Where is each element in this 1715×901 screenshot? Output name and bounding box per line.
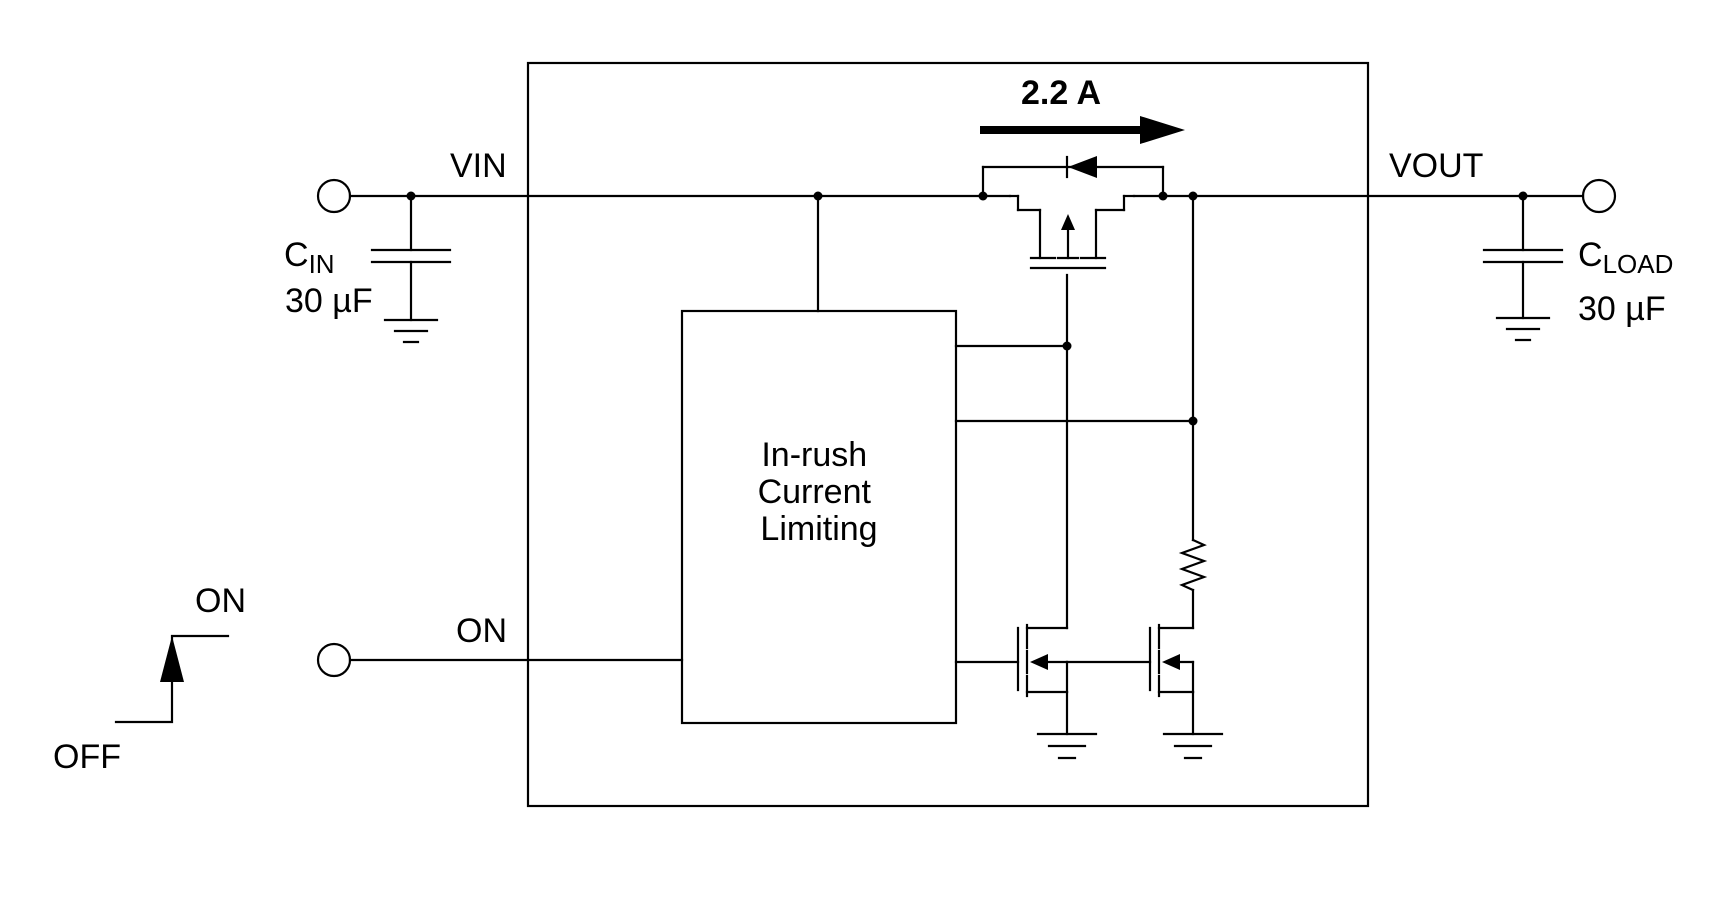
step-arrow-icon xyxy=(160,636,184,682)
block-label-line2: Current xyxy=(758,473,872,511)
vout-terminal xyxy=(1581,178,1617,214)
sense-dot xyxy=(1188,416,1198,426)
step-on-label: ON xyxy=(195,582,246,620)
cload-node-dot xyxy=(1518,191,1528,201)
cload-ground-icon xyxy=(1495,316,1551,342)
cin-node-dot xyxy=(406,191,416,201)
step-off-label: OFF xyxy=(53,738,121,776)
cload-value: 30 µF xyxy=(1578,290,1666,328)
cin-label: CIN xyxy=(284,236,335,279)
vin-label: VIN xyxy=(450,147,507,185)
on-pin-label: ON xyxy=(456,612,507,650)
ic-outline xyxy=(526,61,1370,808)
vin-terminal xyxy=(316,178,352,214)
block-label-line3: Limiting xyxy=(760,510,877,548)
cin-value: 30 µF xyxy=(285,282,373,320)
pass-source-dot xyxy=(978,191,988,201)
cload-label: CLOAD xyxy=(1578,236,1673,279)
current-arrow-icon xyxy=(1140,116,1185,144)
pass-mosfet xyxy=(981,155,1165,270)
block-vin-dot xyxy=(813,191,823,201)
on-terminal xyxy=(316,642,352,678)
pulldown-nmos-2 xyxy=(1148,623,1224,760)
gate-dot xyxy=(1062,341,1072,351)
cin-ground-icon xyxy=(383,318,439,344)
discharge-resistor xyxy=(1178,538,1208,592)
current-label: 2.2 A xyxy=(1021,74,1101,112)
vout-label: VOUT xyxy=(1389,147,1483,185)
block-label-line1: In-rush xyxy=(761,436,867,474)
svg-text:In-rush Current Limiti: In-rush Current Limiting xyxy=(758,436,881,548)
pulldown-nmos-1 xyxy=(954,623,1098,760)
